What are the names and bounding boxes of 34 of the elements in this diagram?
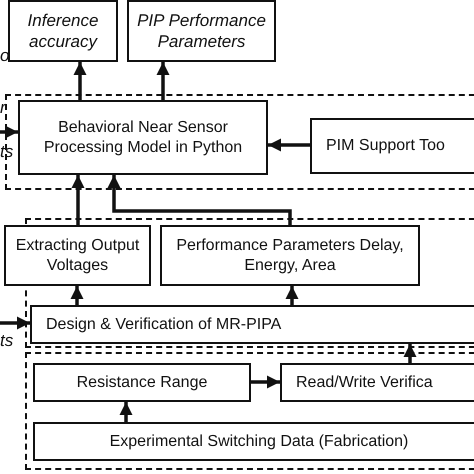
process-box (4, 225, 151, 286)
arrow (156, 62, 170, 100)
process-box (127, 0, 276, 62)
process-box (18, 100, 268, 175)
arrow (268, 138, 310, 152)
box-label: Read/Write Verifica (296, 372, 433, 392)
arrow (72, 175, 84, 225)
arrow (108, 175, 292, 225)
text-fragment: ts (0, 331, 14, 351)
process-box (33, 422, 474, 461)
arrow (251, 376, 280, 388)
box-label: Experimental Switching Data (Fabrication) (110, 432, 408, 452)
process-box (8, 0, 118, 62)
box-label: Behavioral Near Sensor Processing Model in Python (42, 118, 244, 158)
process-box (160, 225, 420, 286)
box-label: Design & Verification of MR-PIPA (46, 314, 282, 334)
dashed-group-box (25, 352, 474, 470)
arrow (404, 344, 416, 363)
box-label: Extracting Output Voltages (14, 236, 140, 276)
arrow (70, 286, 84, 305)
arrow (0, 126, 18, 138)
arrow (286, 286, 298, 305)
arrow (120, 402, 132, 422)
box-label: PIP Performance Parameters (136, 10, 267, 52)
arrow (0, 316, 30, 330)
box-label: Resistance Range (76, 372, 208, 392)
process-box (280, 363, 474, 402)
box-label: PIM Support Too (326, 136, 445, 156)
process-box (310, 118, 474, 174)
process-box (33, 363, 251, 402)
box-label: Performance Parameters Delay, Energy, Area (175, 236, 405, 276)
arrow (74, 62, 86, 100)
box-label: Inference accuracy (26, 10, 100, 52)
process-box (30, 305, 474, 344)
